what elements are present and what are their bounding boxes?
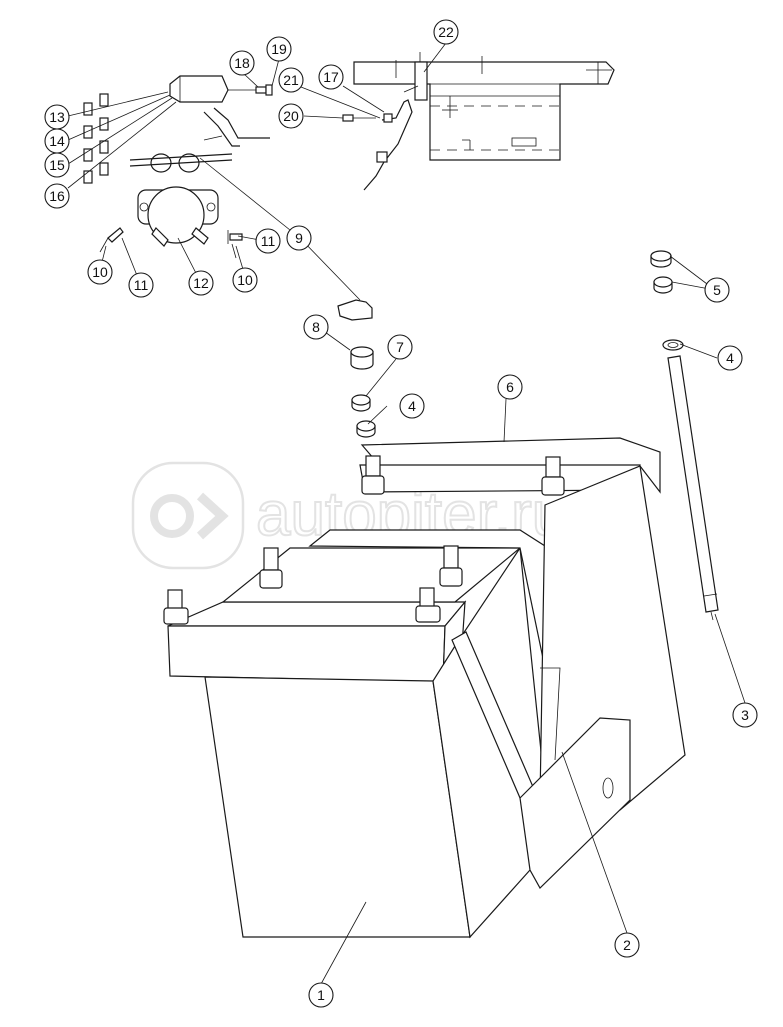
terminal	[415, 587, 441, 623]
callout-label: 1	[317, 987, 325, 1003]
callout-label: 7	[396, 339, 404, 355]
nut	[653, 276, 673, 294]
callout-label: 14	[49, 133, 65, 149]
callout-18: 18	[229, 50, 255, 76]
rod	[667, 355, 719, 621]
screw	[99, 227, 124, 253]
callout-17: 17	[318, 64, 344, 90]
watermark-logo-badge	[131, 461, 245, 570]
callout-9: 9	[286, 225, 312, 251]
callout-label: 2	[623, 937, 631, 953]
callout-3: 3	[732, 702, 758, 728]
callout-11: 11	[128, 272, 154, 298]
callout-label: 6	[506, 379, 514, 395]
callout-label: 11	[261, 233, 276, 249]
callout-20: 20	[278, 103, 304, 129]
cable	[363, 85, 419, 191]
callout-19: 19	[266, 36, 292, 62]
terminal	[259, 547, 283, 589]
callout-16: 16	[44, 183, 70, 209]
nut	[650, 250, 672, 268]
battery-switch	[129, 153, 233, 247]
callout-7: 7	[387, 334, 413, 360]
callout-5: 5	[704, 277, 730, 303]
callout-21: 21	[278, 67, 304, 93]
callout-14: 14	[44, 128, 70, 154]
terminal	[439, 545, 463, 587]
callout-label: 10	[237, 272, 253, 288]
callout-4: 4	[717, 345, 743, 371]
bolt	[255, 84, 273, 96]
callout-12: 12	[188, 270, 214, 296]
washer	[356, 420, 376, 438]
callout-label: 17	[323, 69, 339, 85]
callout-label: 12	[193, 275, 209, 291]
callout-label: 15	[49, 157, 65, 173]
callout-11: 11	[255, 228, 281, 254]
callout-label: 21	[283, 72, 299, 88]
callout-label: 10	[92, 264, 108, 280]
callout-label: 8	[312, 319, 320, 335]
rear-battery-box	[308, 437, 686, 889]
fuse-holder	[169, 75, 270, 147]
callout-label: 4	[408, 398, 416, 414]
callout-label: 18	[234, 55, 250, 71]
callout-2: 2	[614, 932, 640, 958]
callout-15: 15	[44, 152, 70, 178]
callout-label: 19	[271, 41, 287, 57]
callout-label: 9	[295, 230, 303, 246]
callout-label: 20	[283, 108, 299, 124]
screw	[342, 114, 376, 122]
callout-22: 22	[433, 19, 459, 45]
callout-label: 11	[134, 277, 149, 293]
watermark-logo-a	[150, 494, 194, 538]
screw	[227, 230, 243, 259]
callout-13: 13	[44, 104, 70, 130]
spacer	[350, 346, 374, 370]
connector-blocks	[83, 93, 109, 184]
callout-10: 10	[232, 267, 258, 293]
bracket	[337, 299, 373, 321]
callout-8: 8	[303, 314, 329, 340]
callout-6: 6	[497, 374, 523, 400]
terminal	[163, 589, 189, 625]
callout-label: 4	[726, 350, 734, 366]
mounting-tray	[353, 52, 615, 161]
terminals	[163, 455, 565, 625]
callout-4: 4	[399, 393, 425, 419]
callout-label: 22	[438, 24, 454, 40]
battery-box	[167, 546, 557, 939]
nut	[351, 394, 371, 412]
callout-1: 1	[308, 982, 334, 1008]
callout-label: 5	[713, 282, 721, 298]
callout-10: 10	[87, 259, 113, 285]
washer	[662, 339, 684, 351]
terminal	[541, 456, 565, 496]
callouts: 1 2 3 4 4 5 6 7 8 9 10 10 11 11 12 13 14…	[44, 19, 758, 1008]
watermark-logo-arrow	[196, 492, 229, 540]
callout-label: 16	[49, 188, 65, 204]
leader-lines	[67, 42, 746, 985]
callout-label: 3	[741, 707, 749, 723]
callout-label: 13	[49, 109, 65, 125]
terminal	[361, 455, 385, 495]
